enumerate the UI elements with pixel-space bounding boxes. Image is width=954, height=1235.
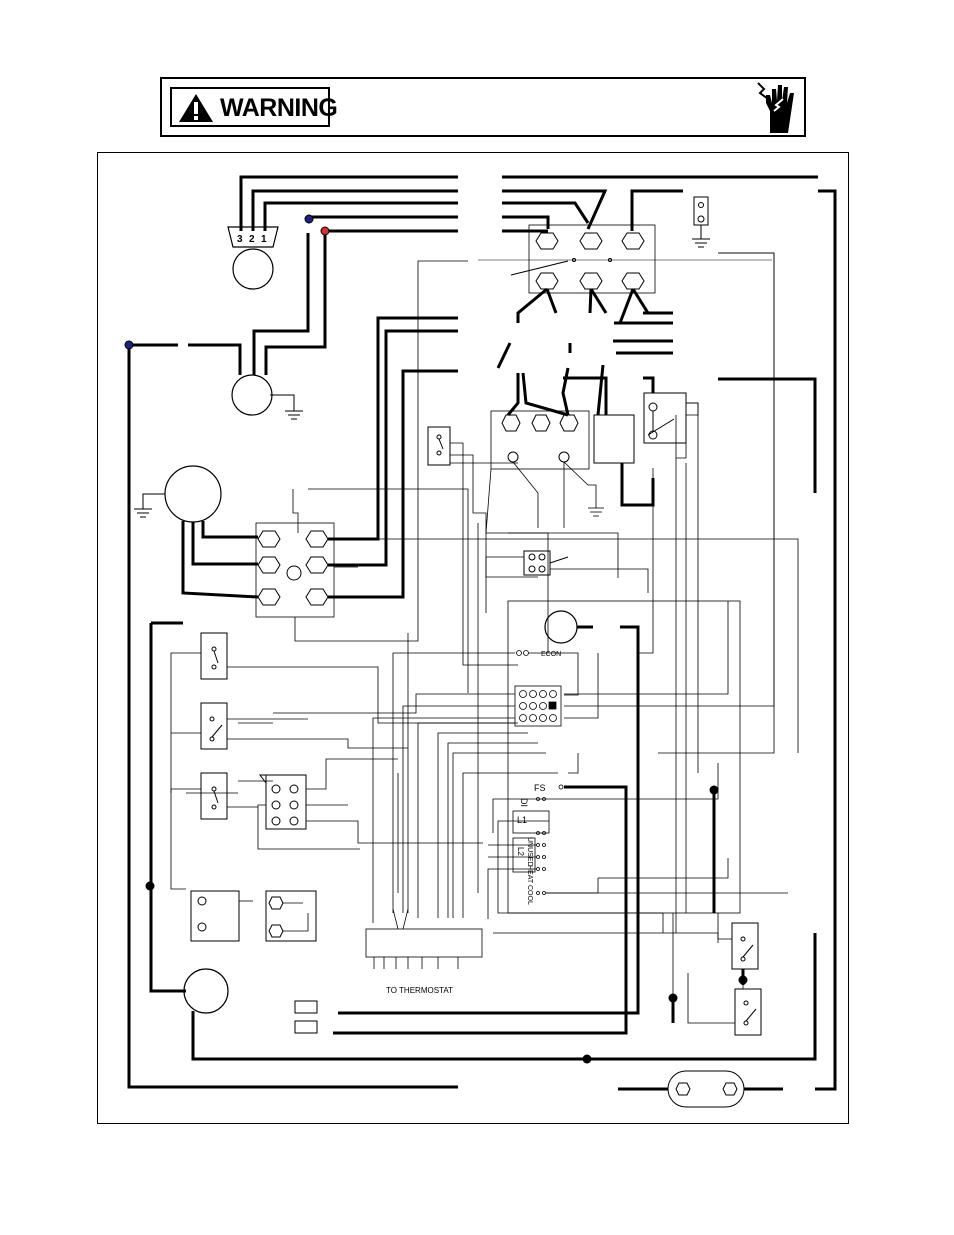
to-thermostat-label: TO THERMOSTAT bbox=[386, 986, 453, 995]
control-board bbox=[508, 601, 740, 913]
fan-motor bbox=[232, 375, 272, 415]
limit-switch bbox=[428, 427, 450, 465]
oval-terminal bbox=[668, 1071, 744, 1107]
unused-label: UNUSED bbox=[526, 837, 533, 867]
rollout-switch-1 bbox=[732, 923, 758, 969]
pressure-switch-2 bbox=[201, 703, 227, 749]
inducer-motor bbox=[184, 969, 228, 1013]
transformer bbox=[594, 393, 686, 463]
warning-label: WARNING bbox=[220, 94, 337, 123]
heat-label: HEAT bbox=[526, 865, 533, 884]
blue-terminal-top bbox=[305, 215, 313, 223]
pressure-box bbox=[191, 891, 239, 941]
cool-label: COOL bbox=[526, 885, 533, 905]
six-pin-connector bbox=[260, 775, 306, 829]
blower-motor bbox=[165, 466, 221, 522]
electric-shock-hand-icon bbox=[756, 81, 800, 135]
rollout-switch-2 bbox=[735, 989, 761, 1035]
l1-label: L1 bbox=[517, 815, 527, 825]
motor-terminal-1: 1 bbox=[261, 234, 267, 245]
relay-pair bbox=[295, 1001, 317, 1033]
motor-terminal-block bbox=[256, 523, 334, 617]
warning-banner: WARNING bbox=[160, 77, 806, 137]
warning-badge: WARNING bbox=[170, 87, 330, 127]
red-terminal bbox=[321, 227, 329, 235]
motor-terminal-2: 2 bbox=[249, 234, 255, 245]
contactor bbox=[478, 225, 772, 293]
terminal-pair bbox=[266, 891, 316, 941]
wiring-diagram: 3 2 1 ECON FS DI L1 L2 UNUSED HEAT COOL … bbox=[97, 152, 849, 1124]
pressure-switch-1 bbox=[201, 633, 227, 679]
di-label: DI bbox=[519, 798, 529, 807]
fs-label: FS bbox=[534, 783, 546, 793]
motor-terminal-3: 3 bbox=[237, 234, 243, 245]
run-capacitor bbox=[491, 411, 589, 469]
plug-connector bbox=[524, 551, 568, 575]
econ-label: ECON bbox=[541, 651, 561, 658]
ground-terminal bbox=[692, 197, 710, 247]
wiring-diagram-canvas: 3 2 1 ECON FS DI L1 L2 UNUSED HEAT COOL … bbox=[98, 153, 850, 1125]
blue-terminal bbox=[125, 341, 133, 349]
pressure-switch-3 bbox=[201, 773, 227, 819]
thermostat-terminal-block bbox=[366, 909, 482, 969]
warning-triangle-icon bbox=[178, 93, 214, 123]
l2-label: L2 bbox=[516, 847, 525, 856]
